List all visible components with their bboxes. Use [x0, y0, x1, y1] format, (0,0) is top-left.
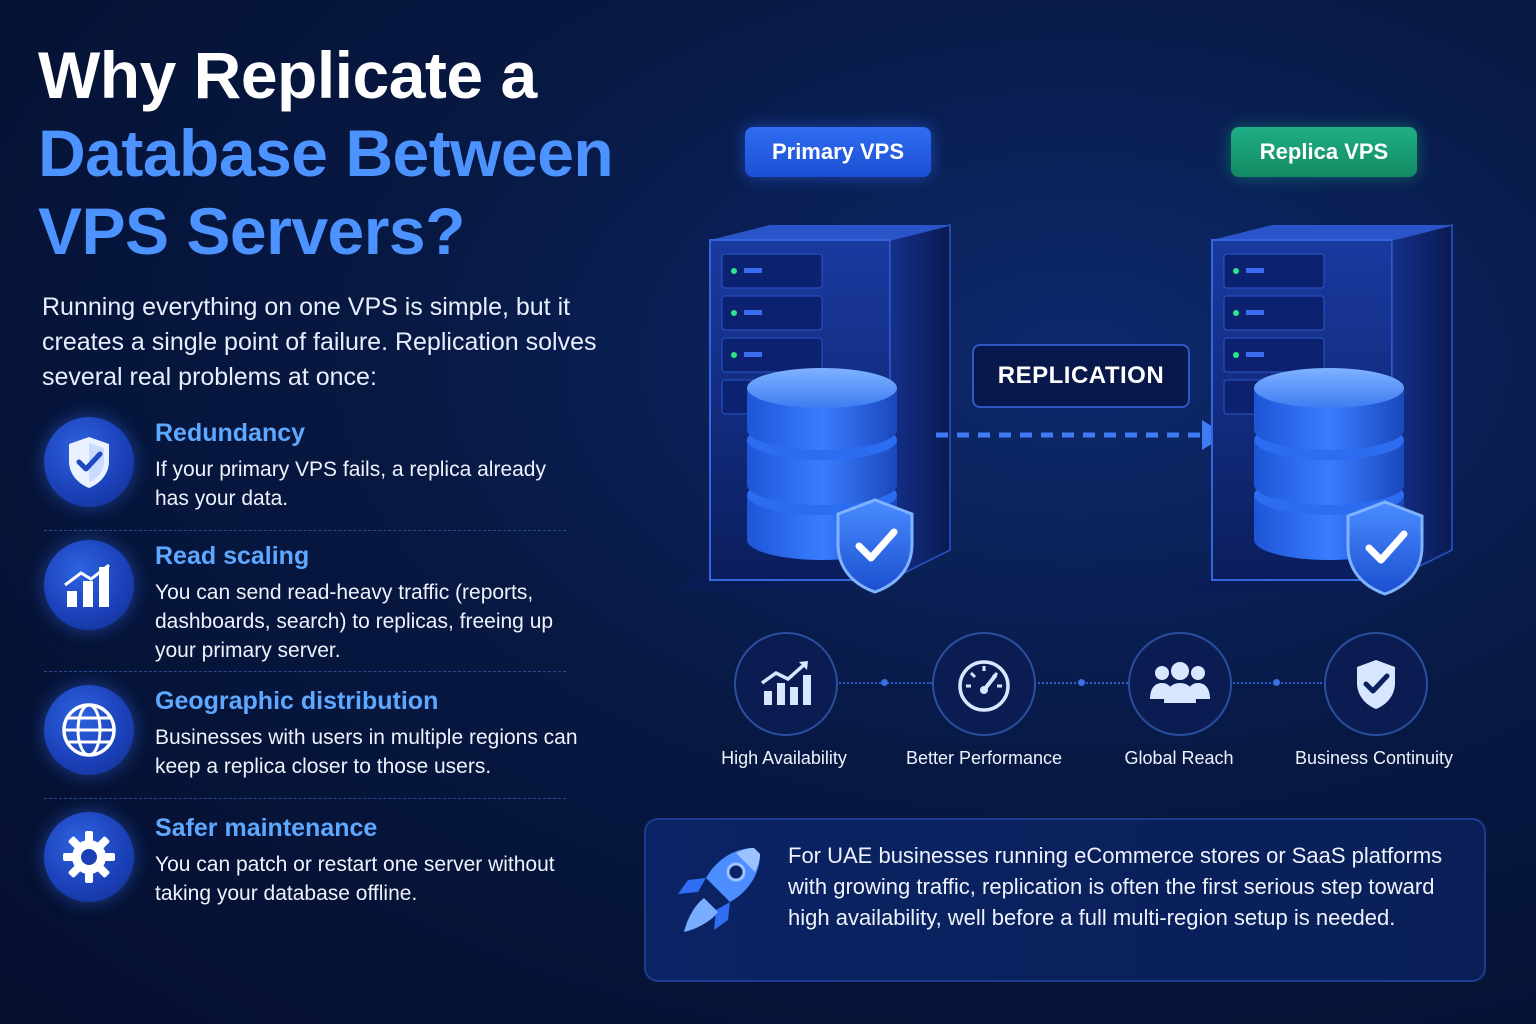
benefit-title: Redundancy [155, 419, 306, 447]
bar-chart-icon [44, 540, 134, 630]
users-icon [1128, 632, 1232, 736]
shield-check-icon [44, 417, 134, 507]
replication-label: REPLICATION [972, 344, 1190, 408]
connector [1034, 679, 1128, 686]
divider [44, 798, 566, 799]
speedometer-icon [932, 632, 1036, 736]
replication-diagram [670, 224, 1470, 596]
page-title: Why Replicate a Database Between VPS Ser… [38, 36, 614, 270]
benefit-text: You can send read-heavy traffic (reports… [155, 581, 554, 662]
globe-icon [44, 685, 134, 775]
connector [1230, 679, 1322, 686]
replication-arrow [936, 420, 1226, 450]
benefit-title: Safer maintenance [155, 814, 378, 842]
feature-label: Business Continuity [1294, 748, 1454, 768]
callout-box: For UAE businesses running eCommerce sto… [644, 818, 1486, 982]
growth-chart-icon [734, 632, 838, 736]
title-line-2: Database Between [38, 116, 614, 190]
title-line-1: Why Replicate a [38, 38, 537, 112]
connector [836, 679, 932, 686]
benefit-text: If your primary VPS fails, a replica alr… [155, 458, 546, 510]
divider [44, 530, 566, 531]
divider [44, 671, 566, 672]
feature-label: High Availability [721, 748, 847, 768]
benefit-text: You can patch or restart one server with… [155, 853, 555, 905]
benefit-title: Read scaling [155, 542, 310, 570]
primary-server [670, 224, 960, 594]
callout-text: For UAE businesses running eCommerce sto… [788, 843, 1443, 930]
intro-paragraph: Running everything on one VPS is simple,… [42, 293, 597, 391]
shield-check-icon [1324, 632, 1428, 736]
gear-icon [44, 812, 134, 902]
benefit-text: Businesses with users in multiple region… [155, 726, 578, 778]
feature-label: Global Reach [1124, 748, 1234, 768]
replica-vps-label: Replica VPS [1231, 127, 1417, 177]
feature-label: Better Performance [905, 748, 1063, 768]
rocket-icon [674, 842, 766, 947]
primary-vps-label: Primary VPS [745, 127, 931, 177]
replica-server [1180, 224, 1470, 596]
benefit-title: Geographic distribution [155, 687, 439, 715]
title-line-3: VPS Servers? [38, 194, 465, 268]
